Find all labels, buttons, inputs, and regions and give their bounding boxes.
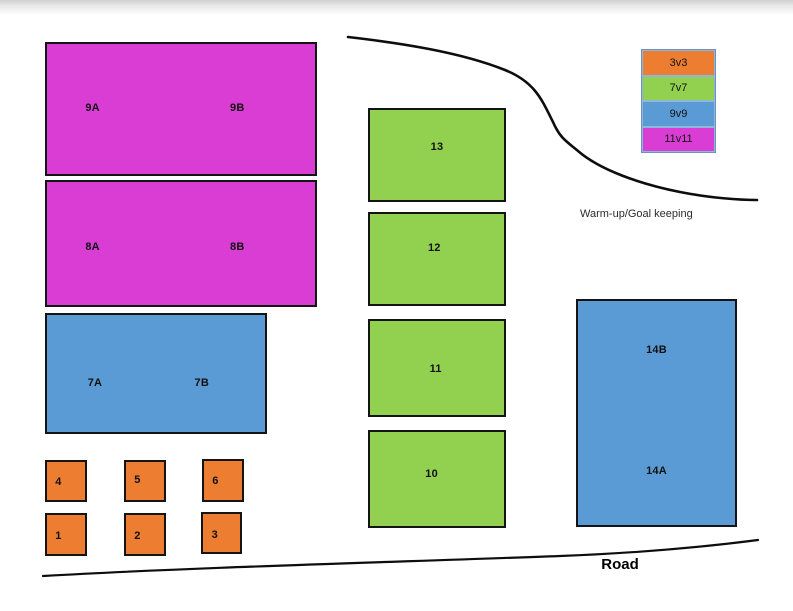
pitch-5-label-5: 5 [134, 474, 141, 487]
pitch-8-label-8B: 8B [230, 241, 245, 254]
pitch-6-label-6: 6 [212, 474, 219, 487]
pitch-13: 13 [368, 108, 506, 202]
pitch-11: 11 [368, 319, 506, 417]
legend-item-7v7: 7v7 [642, 75, 715, 101]
legend-item-11v11: 11v11 [642, 126, 715, 152]
pitch-7: 7A 7B [45, 313, 267, 434]
warmup-note-label: Warm-up/Goal keeping [580, 208, 693, 220]
pitch-7-label-7B: 7B [194, 376, 209, 389]
pitch-6: 6 [202, 459, 244, 502]
pitch-3-label-3: 3 [211, 528, 218, 541]
pitch-12-label-12: 12 [427, 242, 441, 255]
pitch-3: 3 [201, 512, 242, 554]
pitch-4: 4 [45, 460, 87, 502]
road-label: Road [601, 556, 639, 573]
pitch-12: 12 [368, 212, 506, 306]
pitch-7-label-7A: 7A [87, 376, 103, 389]
pitch-10: 10 [368, 430, 506, 528]
pitch-5: 5 [124, 460, 166, 502]
pitch-10-label-10: 10 [425, 468, 438, 481]
pitch-14: 14B 14A [576, 299, 737, 527]
pitch-2-label-2: 2 [134, 530, 141, 543]
pitch-9: 9A 9B [45, 42, 317, 176]
legend-item-3v3: 3v3 [642, 50, 715, 76]
pitch-1-label-1: 1 [55, 530, 62, 543]
pitch-1: 1 [45, 513, 87, 556]
pitch-14-label-14A: 14A [646, 465, 667, 478]
pitch-13-label-13: 13 [430, 140, 444, 153]
pitch-8-label-8A: 8A [85, 241, 100, 254]
pitch-8: 8A 8B [45, 180, 317, 307]
pitch-11-label-11: 11 [429, 362, 442, 375]
window-top-shadow [0, 0, 793, 15]
pitch-9-label-9B: 9B [230, 101, 245, 114]
pitch-4-label-4: 4 [55, 475, 62, 488]
pitch-14-label-14B: 14B [646, 344, 667, 357]
pitch-9-label-9A: 9A [85, 101, 100, 114]
pitch-2: 2 [124, 513, 166, 556]
legend-item-9v9: 9v9 [642, 101, 715, 127]
